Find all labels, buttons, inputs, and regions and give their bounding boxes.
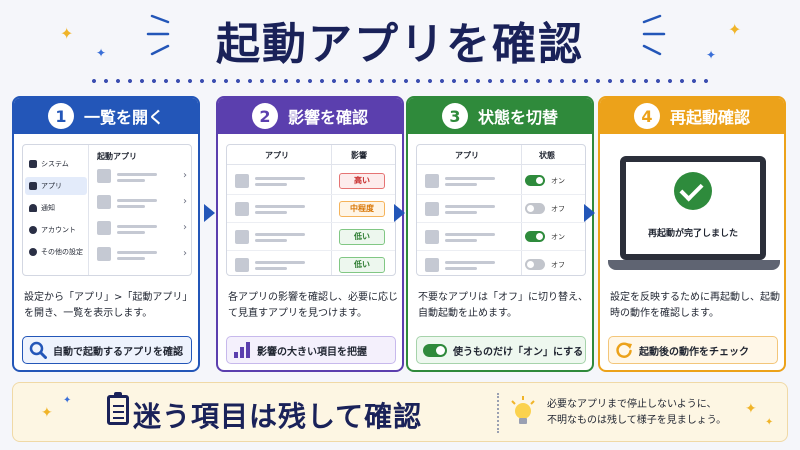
page-title: 起動アプリを確認 bbox=[216, 19, 584, 70]
sparkle-icon: ✦ bbox=[41, 405, 53, 421]
step-label: 再起動確認 bbox=[669, 108, 750, 127]
step-4-header: 4 再起動確認 bbox=[600, 98, 784, 134]
step-label: 状態を切替 bbox=[477, 108, 558, 127]
list-item[interactable]: › bbox=[97, 221, 187, 237]
table-row[interactable]: 高い bbox=[227, 167, 395, 195]
table-header: アプリ 影響 bbox=[227, 145, 395, 165]
bottom-tip-banner: ✦ ✦ 迷う項目は残して確認 必要なアプリまで停止しないように、 不明なものは残… bbox=[12, 382, 788, 442]
sparkle-icon: ✦ bbox=[728, 20, 742, 39]
step-4-card: 4 再起動確認 再起動が完了しました 設定を反映するために再起動し、起動時の動作… bbox=[598, 96, 786, 372]
step-description: 設定を反映するために再起動し、起動時の動作を確認します。 bbox=[610, 292, 780, 319]
bell-icon bbox=[29, 204, 37, 212]
startup-toggle[interactable] bbox=[525, 175, 545, 186]
toggle-table-mock: アプリ 状態 オン オフ オン オフ bbox=[416, 144, 586, 276]
sidebar-item-account[interactable]: アカウント bbox=[25, 221, 87, 239]
table-row[interactable]: 中程度 bbox=[227, 195, 395, 223]
burst-lines-icon bbox=[642, 14, 666, 56]
list-header: 起動アプリ bbox=[97, 152, 137, 161]
step-description: 各アプリの影響を確認し、必要に応じて見直すアプリを見つけます。 bbox=[228, 292, 398, 319]
startup-toggle[interactable] bbox=[525, 203, 545, 214]
restart-complete-message: 再起動が完了しました bbox=[647, 229, 738, 239]
header: ✦ ✦ ✦ ✦ 起動アプリを確認 bbox=[0, 0, 800, 90]
monitor-icon bbox=[29, 160, 37, 168]
startup-toggle[interactable] bbox=[525, 259, 545, 270]
chevron-right-icon: › bbox=[183, 170, 187, 181]
table-row: オフ bbox=[417, 251, 585, 279]
table-row: オン bbox=[417, 167, 585, 195]
sparkle-icon: ✦ bbox=[765, 417, 774, 428]
table-header: アプリ 状態 bbox=[417, 145, 585, 165]
sparkle-icon: ✦ bbox=[63, 395, 72, 406]
impact-badge: 低い bbox=[339, 229, 385, 245]
sidebar-item-other-settings[interactable]: その他の設定 bbox=[25, 243, 87, 261]
clipboard-icon bbox=[107, 392, 129, 425]
step-3-header: 3 状態を切替 bbox=[408, 98, 592, 134]
sparkle-icon: ✦ bbox=[60, 24, 74, 43]
sidebar-item-apps[interactable]: アプリ bbox=[25, 177, 87, 195]
table-row: オン bbox=[417, 223, 585, 251]
sparkle-icon: ✦ bbox=[706, 48, 717, 62]
step-label: 一覧を開く bbox=[83, 108, 164, 127]
step-description: 不要なアプリは「オフ」に切り替え、自動起動を止めます。 bbox=[418, 292, 588, 319]
impact-table-mock: アプリ 影響 高い 中程度 低い 低い bbox=[226, 144, 396, 276]
lightbulb-icon bbox=[511, 396, 535, 424]
step-number: 1 bbox=[47, 103, 74, 129]
impact-badge: 高い bbox=[339, 173, 385, 189]
step-4-tip: 起動後の動作をチェック bbox=[608, 336, 778, 364]
laptop-base bbox=[608, 260, 780, 270]
list-item[interactable]: › bbox=[97, 169, 187, 185]
search-icon bbox=[29, 341, 47, 359]
settings-window-mock: システム アプリ 通知 アカウント その他の設定 起動アプリ › › › › bbox=[22, 144, 192, 276]
grid-icon bbox=[29, 182, 37, 190]
vertical-divider bbox=[497, 393, 499, 433]
table-row: オフ bbox=[417, 195, 585, 223]
step-1-card: 1 一覧を開く システム アプリ 通知 アカウント その他の設定 起動アプリ ›… bbox=[12, 96, 200, 372]
sidebar-item-system[interactable]: システム bbox=[25, 155, 87, 173]
sidebar-item-notifications[interactable]: 通知 bbox=[25, 199, 87, 217]
chevron-right-icon: › bbox=[183, 196, 187, 207]
impact-badge: 中程度 bbox=[339, 201, 385, 217]
step-1-tip: 自動で起動するアプリを確認 bbox=[22, 336, 192, 364]
refresh-icon bbox=[616, 342, 632, 358]
sparkle-icon: ✦ bbox=[745, 401, 757, 417]
startup-toggle[interactable] bbox=[525, 231, 545, 242]
step-2-tip: 影響の大きい項目を把握 bbox=[226, 336, 396, 364]
dotted-divider bbox=[88, 78, 712, 84]
toggle-on-icon bbox=[423, 343, 447, 357]
checkmark-icon bbox=[674, 172, 712, 210]
burst-lines-icon bbox=[146, 14, 170, 56]
user-icon bbox=[29, 226, 37, 234]
step-3-card: 3 状態を切替 アプリ 状態 オン オフ オン オフ 不要なアプリは「オフ」に切… bbox=[406, 96, 594, 372]
step-3-tip: 使うものだけ「オン」にする bbox=[416, 336, 586, 364]
step-number: 2 bbox=[251, 103, 278, 129]
step-label: 影響を確認 bbox=[287, 108, 368, 127]
step-number: 3 bbox=[441, 103, 468, 129]
chevron-right-icon: › bbox=[183, 222, 187, 233]
arrow-right-icon bbox=[584, 204, 595, 222]
gear-icon bbox=[29, 248, 37, 256]
arrow-right-icon bbox=[204, 204, 215, 222]
arrow-right-icon bbox=[394, 204, 405, 222]
list-item[interactable]: › bbox=[97, 247, 187, 263]
settings-sidebar: システム アプリ 通知 アカウント その他の設定 bbox=[23, 145, 89, 275]
bottom-title: 迷う項目は残して確認 bbox=[133, 400, 423, 433]
list-item[interactable]: › bbox=[97, 195, 187, 211]
bottom-note: 必要なアプリまで停止しないように、 不明なものは残して様子を見ましょう。 bbox=[547, 399, 727, 426]
step-2-card: 2 影響を確認 アプリ 影響 高い 中程度 低い 低い 各アプリの影響を確認し、… bbox=[216, 96, 404, 372]
impact-badge: 低い bbox=[339, 257, 385, 273]
step-description: 設定から「アプリ」>「起動アプリ」を開き、一覧を表示します。 bbox=[24, 292, 193, 319]
sparkle-icon: ✦ bbox=[96, 46, 107, 60]
bar-chart-icon bbox=[234, 342, 250, 358]
step-1-header: 1 一覧を開く bbox=[14, 98, 198, 134]
chevron-right-icon: › bbox=[183, 248, 187, 259]
table-row[interactable]: 低い bbox=[227, 251, 395, 279]
table-row[interactable]: 低い bbox=[227, 223, 395, 251]
laptop-screen: 再起動が完了しました bbox=[620, 156, 766, 260]
step-number: 4 bbox=[633, 103, 660, 129]
step-2-header: 2 影響を確認 bbox=[218, 98, 402, 134]
